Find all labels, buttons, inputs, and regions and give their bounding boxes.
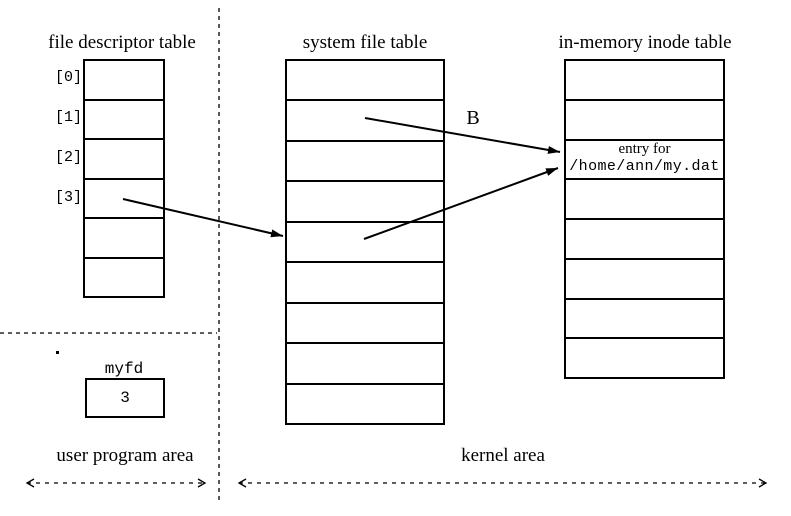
table-row [85,101,163,140]
table-row [287,344,443,385]
table-row [566,220,723,260]
table-row [287,385,443,423]
system-file-table [285,59,445,425]
fd-row-label-3: [3] [54,189,82,206]
fd-row-label-2: [2] [54,149,82,166]
table-row [85,140,163,180]
fd-row-label-1: [1] [54,109,82,126]
inode-entry-line2: /home/ann/my.dat [569,158,720,175]
pointer-label-b: B [466,107,480,129]
fd-row-label-0: [0] [54,69,82,86]
inode-entry-cell: entry for /home/ann/my.dat [565,140,724,177]
table-row [287,263,443,304]
table-row [566,300,723,340]
dot-mark [56,351,59,354]
table-row [287,304,443,345]
table-row [85,180,163,219]
fd-table-title: file descriptor table [48,32,196,53]
file-descriptor-table [83,59,165,298]
system-file-table-title: system file table [302,32,428,53]
table-row [566,101,723,141]
inode-entry-line1: entry for [618,141,671,157]
table-row [566,61,723,101]
table-row [566,260,723,300]
inode-table-title: in-memory inode table [558,32,732,53]
table-row [287,101,443,142]
table-row [85,259,163,297]
table-row [85,61,163,101]
user-program-area-label: user program area [56,445,194,466]
table-row [566,141,723,181]
table-row [566,339,723,377]
myfd-value: 3 [120,389,130,407]
myfd-label: myfd [104,360,144,378]
table-row [287,182,443,223]
in-memory-inode-table [564,59,725,379]
table-row [287,61,443,102]
table-row [85,219,163,259]
table-row [287,223,443,264]
table-row [287,142,443,183]
myfd-box: 3 [85,378,165,418]
table-row [566,180,723,220]
kernel-area-label: kernel area [461,445,545,466]
